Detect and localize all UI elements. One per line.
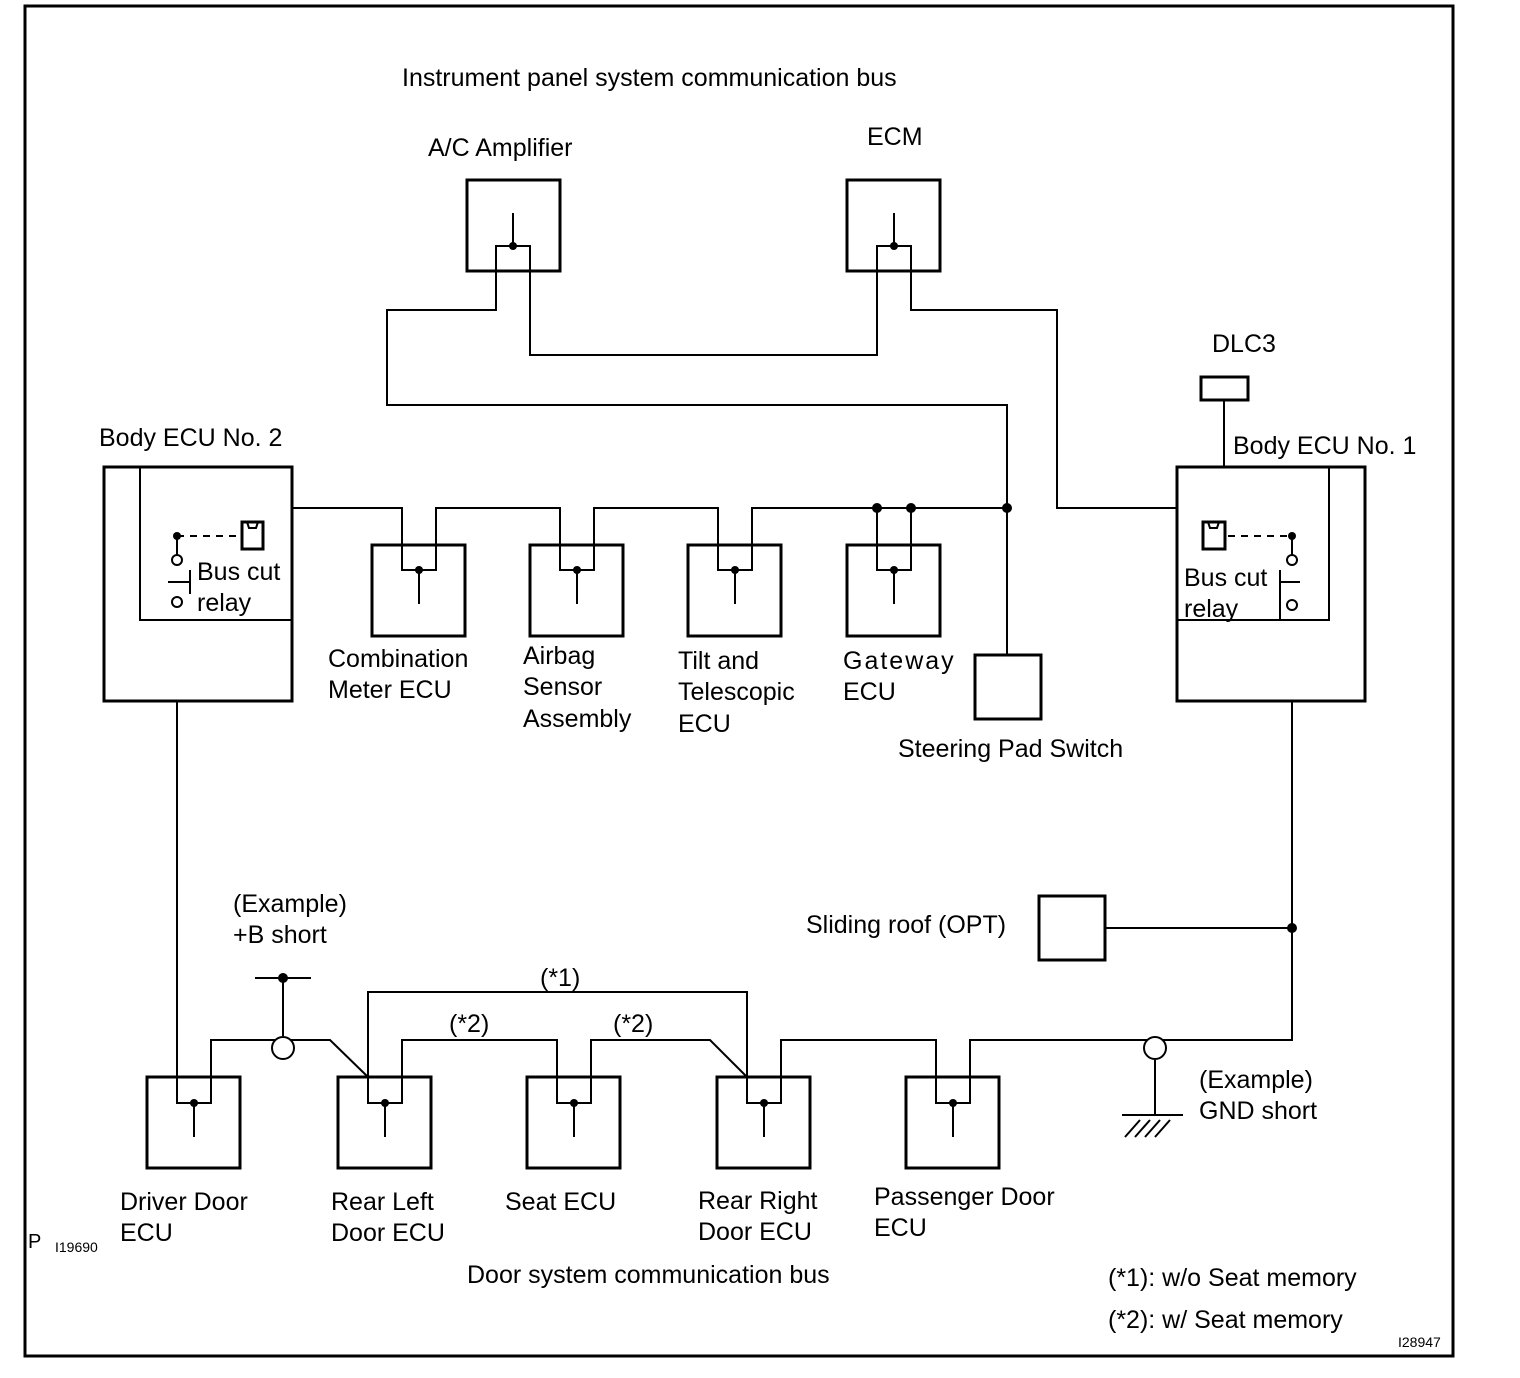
airbag-label-2: Sensor [523, 673, 602, 701]
ac-amplifier-label: A/C Amplifier [428, 134, 572, 162]
ac-amplifier-box [465, 178, 562, 273]
figure-code-p: P [28, 1231, 41, 1253]
body-ecu-2-box [102, 465, 294, 703]
passenger-door-box [904, 1075, 1001, 1170]
star2-marker-left: (*2) [449, 1010, 489, 1038]
gnd-short-label-1: (Example) [1199, 1066, 1313, 1094]
b-short-point [271, 1036, 295, 1060]
diagram-frame [23, 4, 1455, 1358]
gateway-label-2: ECU [843, 678, 896, 706]
tilt-label-3: ECU [678, 710, 731, 738]
gateway-box [845, 543, 942, 638]
body-ecu-1-box [1175, 465, 1367, 703]
tilt-label-1: Tilt and [678, 647, 759, 675]
airbag-label-1: Airbag [523, 642, 595, 670]
passenger-door-label-1: Passenger Door [874, 1183, 1055, 1211]
dlc3-connector [1199, 375, 1250, 402]
legend-star2: (*2): w/ Seat memory [1108, 1306, 1343, 1334]
driver-door-label-1: Driver Door [120, 1188, 248, 1216]
rear-right-label-2: Door ECU [698, 1218, 812, 1246]
rear-left-label-1: Rear Left [331, 1188, 434, 1216]
instrument-bus-title: Instrument panel system communication bu… [402, 64, 897, 92]
body-ecu-1-label: Body ECU No. 1 [1233, 432, 1416, 460]
right-relay-label-1: Bus cut [1184, 564, 1267, 592]
steering-pad-switch-box [973, 653, 1043, 721]
legend-star1: (*1): w/o Seat memory [1108, 1264, 1357, 1292]
figure-code-left: I19690 [55, 1239, 98, 1255]
door-bus-title: Door system communication bus [467, 1261, 830, 1289]
seat-ecu-box [525, 1075, 622, 1170]
gateway-label-1: Gateway [843, 647, 956, 675]
figure-code-right: I28947 [1398, 1334, 1441, 1350]
passenger-door-label-2: ECU [874, 1214, 927, 1242]
gnd-short-point [1143, 1036, 1167, 1060]
tilt-label-2: Telescopic [678, 678, 795, 706]
rear-right-door-box [715, 1075, 812, 1170]
b-short-label-1: (Example) [233, 890, 347, 918]
driver-door-label-2: ECU [120, 1219, 173, 1247]
left-relay-label-1: Bus cut [197, 558, 280, 586]
gnd-short-label-2: GND short [1199, 1097, 1317, 1125]
combination-meter-label-1: Combination [328, 645, 468, 673]
seat-ecu-label: Seat ECU [505, 1188, 616, 1216]
airbag-label-3: Assembly [523, 705, 632, 733]
airbag-sensor-box [528, 543, 625, 638]
right-relay-label-2: relay [1184, 595, 1239, 623]
ecm-label: ECM [867, 123, 923, 151]
left-relay-label-2: relay [197, 589, 252, 617]
rear-right-label-1: Rear Right [698, 1187, 818, 1215]
sliding-roof-label: Sliding roof (OPT) [806, 911, 1006, 939]
tilt-telescopic-box [686, 543, 783, 638]
body-ecu-2-label: Body ECU No. 2 [99, 424, 282, 452]
combination-meter-label-2: Meter ECU [328, 676, 452, 704]
rear-left-label-2: Door ECU [331, 1219, 445, 1247]
steering-pad-label: Steering Pad Switch [898, 735, 1123, 763]
b-short-label-2: +B short [233, 921, 327, 949]
star1-marker: (*1) [540, 964, 580, 992]
ecm-box [845, 178, 942, 273]
star2-marker-right: (*2) [613, 1010, 653, 1038]
dlc3-label: DLC3 [1212, 330, 1276, 358]
combination-meter-box [370, 543, 467, 638]
driver-door-box [145, 1075, 242, 1170]
junction-dots [278, 503, 1297, 983]
sliding-roof-box [1037, 894, 1107, 962]
rear-left-door-box [336, 1075, 433, 1170]
